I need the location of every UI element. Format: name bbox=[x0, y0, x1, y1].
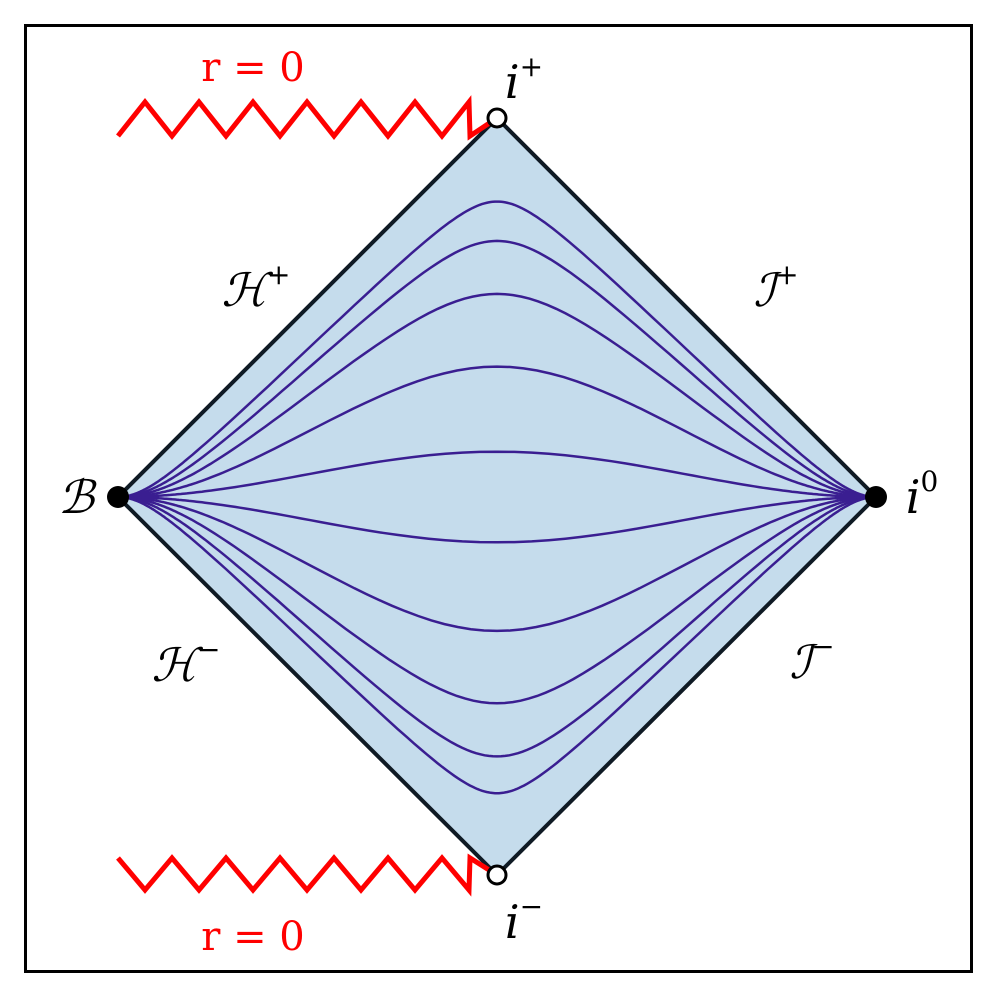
i-zero-label: i0 bbox=[906, 468, 939, 521]
figure-frame bbox=[24, 24, 973, 973]
singularity-top-zigzag bbox=[116, 95, 499, 141]
scri-plus-sup: + bbox=[775, 258, 799, 291]
scri-minus-sup: − bbox=[811, 630, 835, 663]
singularity-top-label: r = 0 bbox=[201, 45, 305, 91]
i-minus-label: i− bbox=[505, 893, 543, 946]
future-null-infinity-label: ℐ+ bbox=[753, 261, 798, 314]
i-minus-base: i bbox=[504, 895, 520, 949]
past-horizon-base: ℋ bbox=[151, 638, 197, 692]
scri-plus-base: ℐ bbox=[753, 263, 776, 317]
i-minus-sup: − bbox=[519, 890, 544, 923]
future-horizon-label: ℋ+ bbox=[222, 261, 291, 314]
future-horizon-sup: + bbox=[267, 258, 291, 291]
i-zero-sup: 0 bbox=[920, 465, 939, 498]
bifurcation-label: ℬ bbox=[57, 470, 95, 524]
i-plus-sup: + bbox=[519, 50, 544, 83]
future-horizon-base: ℋ bbox=[221, 263, 267, 317]
past-horizon-label: ℋ− bbox=[152, 636, 221, 689]
i-plus-point bbox=[486, 107, 508, 129]
i-plus-label: i+ bbox=[505, 53, 543, 106]
past-null-infinity-label: ℐ− bbox=[789, 633, 834, 686]
i-zero-base: i bbox=[905, 470, 921, 524]
bifurcation-point bbox=[107, 486, 129, 508]
exterior-region bbox=[118, 118, 876, 875]
singularity-bottom-label: r = 0 bbox=[201, 914, 305, 960]
i-minus-point bbox=[486, 864, 508, 886]
scri-minus-base: ℐ bbox=[789, 635, 812, 689]
past-horizon-sup: − bbox=[197, 633, 221, 666]
i-plus-base: i bbox=[504, 55, 520, 109]
i-zero-point bbox=[865, 486, 887, 508]
singularity-bottom-zigzag bbox=[116, 853, 499, 897]
